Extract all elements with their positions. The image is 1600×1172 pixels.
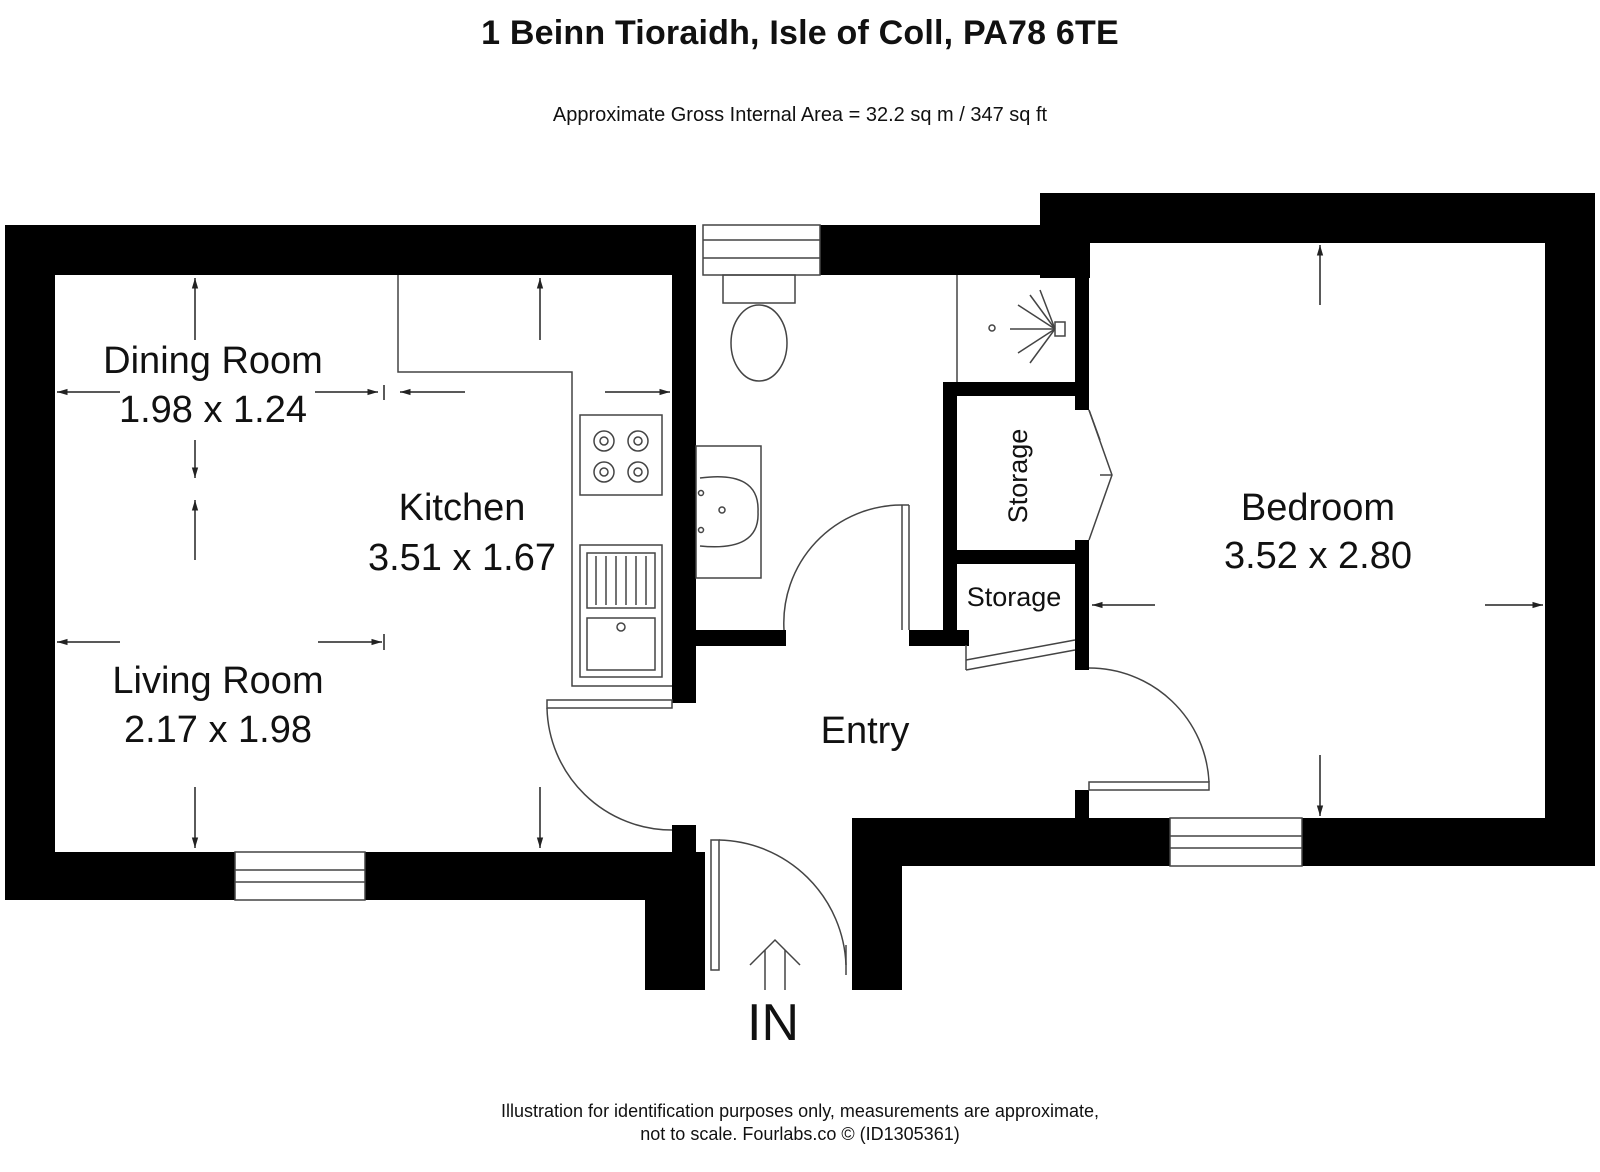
door-bathroom: [783, 504, 910, 631]
dining-room-size: 1.98 x 1.24: [119, 389, 307, 431]
window-bottom-bedroom: [1169, 817, 1303, 867]
wall-storage-top: [943, 382, 1075, 396]
wall-bed-left-stub: [1075, 790, 1089, 830]
door-living: [546, 699, 673, 831]
gross-area-text: Approximate Gross Internal Area = 32.2 s…: [552, 104, 1048, 126]
windows: [234, 224, 1303, 901]
door-bedroom: [1088, 667, 1210, 791]
fixtures: [397, 274, 1210, 990]
wall-entrance-right: [852, 852, 902, 990]
door-storage-lower: [965, 639, 1076, 671]
shower-icon: [956, 275, 1066, 382]
wall-bed-left-lower: [1075, 540, 1089, 670]
wall-storage-mid: [943, 550, 1075, 564]
wall-top-left: [5, 225, 690, 275]
kitchen-sink-icon: [579, 544, 663, 678]
wall-left: [5, 225, 55, 900]
disclaimer: Illustration for identification purposes…: [0, 1100, 1600, 1146]
window-bottom-living: [234, 851, 366, 901]
wall-entrance-left: [645, 852, 705, 990]
wall-storage-left: [943, 382, 957, 642]
entry-label: Entry: [821, 710, 910, 752]
basin-icon: [695, 445, 762, 579]
wall-right: [1545, 193, 1595, 865]
entrance-label: IN: [747, 994, 799, 1052]
window-top-bath: [702, 224, 821, 276]
kitchen-counter: [397, 275, 672, 687]
bedroom-label: Bedroom: [1241, 487, 1395, 529]
entrance-arrow-icon: [749, 938, 801, 990]
floorplan-title: 1 Beinn Tioraidh, Isle of Coll, PA78 6TE: [481, 14, 1119, 52]
kitchen-label: Kitchen: [399, 487, 526, 529]
wall-entrance-left-stub: [672, 825, 696, 855]
toilet-icon: [722, 274, 796, 382]
wall-bath-bottom-right: [909, 630, 969, 646]
wall-kitchen-bath: [672, 225, 696, 703]
door-storage-upper: [1088, 409, 1113, 541]
wall-top-middle: [820, 225, 1075, 275]
wall-bed-left-upper: [1075, 260, 1089, 410]
dining-room-label: Dining Room: [103, 340, 323, 382]
dimension-arrows: [57, 245, 1543, 848]
wall-bath-bottom-left: [696, 630, 786, 646]
disclaimer-line-2: not to scale. Fourlabs.co © (ID1305361): [640, 1124, 960, 1144]
bedroom-size: 3.52 x 2.80: [1224, 535, 1412, 577]
kitchen-size: 3.51 x 1.67: [368, 537, 556, 579]
hob-icon: [579, 414, 663, 496]
door-entrance: [710, 839, 847, 975]
wall-top-bedroom: [1040, 193, 1595, 243]
storage-lower-label: Storage: [967, 582, 1062, 612]
living-room-label: Living Room: [112, 660, 323, 702]
disclaimer-line-1: Illustration for identification purposes…: [501, 1101, 1099, 1121]
storage-upper-label: Storage: [1003, 429, 1033, 524]
living-room-size: 2.17 x 1.98: [124, 709, 312, 751]
